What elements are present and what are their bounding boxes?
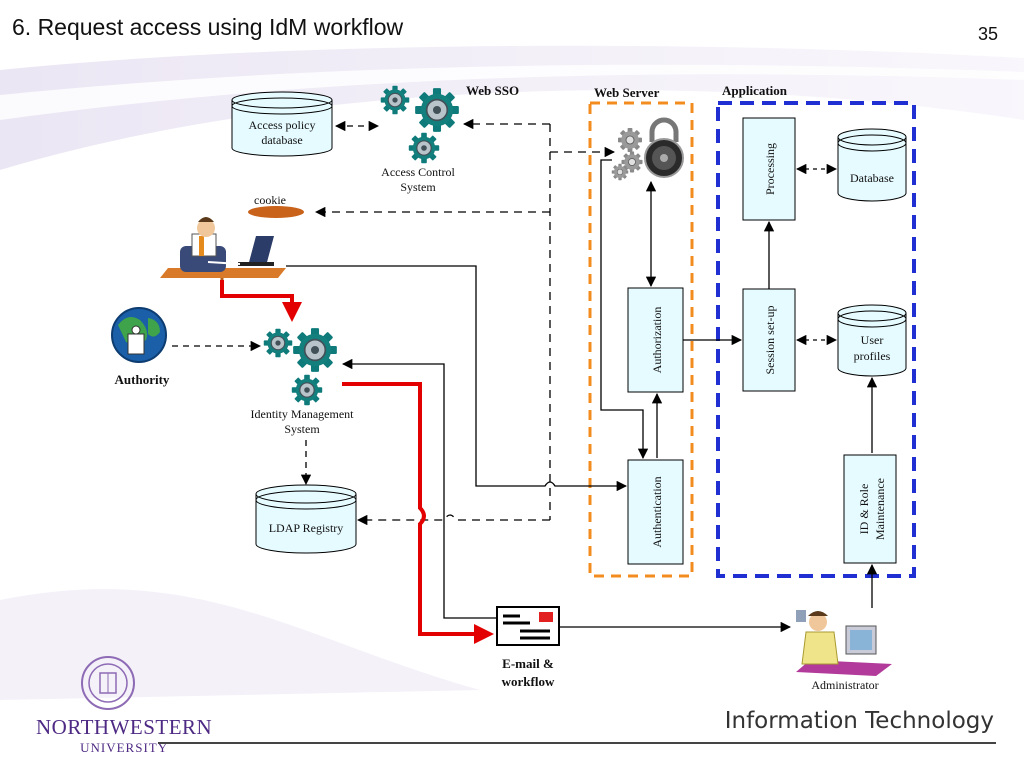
- identity-management-gears-icon: [263, 327, 338, 406]
- svg-text:database: database: [261, 133, 302, 147]
- idm-label-1: Identity Management: [251, 407, 355, 421]
- administrator-label: Administrator: [811, 678, 878, 692]
- web-sso-label: Web SSO: [466, 83, 519, 98]
- email-workflow-label-1: E-mail &: [502, 656, 554, 671]
- user-profiles-cylinder: User profiles: [837, 304, 907, 377]
- web-server-label: Web Server: [594, 85, 660, 100]
- authentication-box: Authentication: [627, 459, 684, 565]
- id-role-maintenance-box: ID & Role Maintenance: [843, 454, 897, 564]
- university-line2: UNIVERSITY: [80, 740, 169, 755]
- access-policy-database: Access policy database: [231, 91, 333, 157]
- web-server-container: [588, 101, 694, 578]
- cookie-label: cookie: [254, 193, 286, 207]
- application-label: Application: [722, 83, 788, 98]
- access-control-label-2: System: [400, 180, 436, 194]
- authority-globe-icon: [111, 307, 167, 363]
- svg-text:Session set-up: Session set-up: [763, 306, 777, 375]
- authorization-box: Authorization: [627, 287, 684, 393]
- authority-label: Authority: [115, 372, 170, 387]
- lock-gears-icon: [611, 117, 684, 181]
- workflow-red-arrows: [220, 280, 494, 644]
- user-at-computer-icon: [160, 217, 286, 296]
- email-workflow-label-2: workflow: [502, 674, 555, 689]
- university-wordmark: NORTHWESTERN UNIVERSITY: [36, 715, 212, 756]
- slide-title: 6. Request access using IdM workflow: [12, 14, 404, 40]
- access-control-gears-icon: [380, 85, 460, 164]
- footer-rule: [158, 742, 996, 744]
- database-cylinder: Database: [837, 128, 907, 202]
- university-line1: NORTHWESTERN: [36, 715, 213, 739]
- svg-text:Authentication: Authentication: [650, 476, 664, 547]
- cookie-icon: [248, 206, 304, 218]
- connectors: [172, 118, 878, 633]
- access-control-label-1: Access Control: [381, 165, 455, 179]
- department-label: Information Technology: [724, 708, 994, 734]
- ldap-registry: LDAP Registry: [255, 484, 357, 554]
- slide-number: 35: [977, 24, 998, 44]
- idm-label-2: System: [284, 422, 320, 436]
- svg-text:Processing: Processing: [763, 143, 777, 195]
- email-envelope-icon: [496, 606, 560, 646]
- svg-text:profiles: profiles: [854, 349, 891, 363]
- administrator-icon: [796, 610, 892, 676]
- processing-box: Processing: [742, 117, 796, 221]
- svg-text:Authorization: Authorization: [650, 307, 664, 374]
- svg-text:ID & Role: ID & Role: [857, 484, 871, 535]
- session-setup-box: Session set-up: [742, 288, 796, 392]
- svg-text:User: User: [861, 333, 884, 347]
- svg-text:LDAP Registry: LDAP Registry: [269, 521, 344, 535]
- svg-text:Maintenance: Maintenance: [873, 478, 887, 540]
- university-seal-icon: [81, 656, 135, 710]
- svg-text:Access policy: Access policy: [249, 118, 316, 132]
- svg-text:Database: Database: [850, 171, 894, 185]
